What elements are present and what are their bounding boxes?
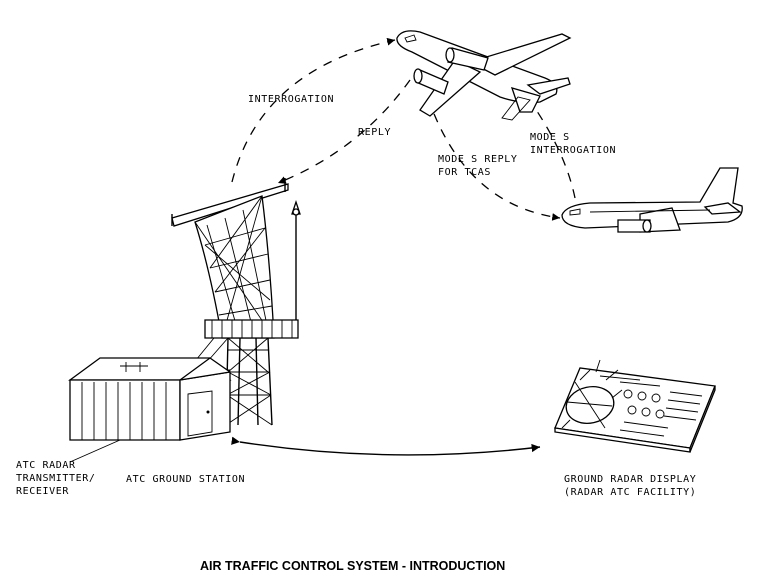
display-label-line1: GROUND RADAR DISPLAY [564, 474, 696, 485]
radar-display-console [554, 359, 716, 453]
interrogation-arrow [231, 37, 396, 183]
ground-link-arrow [231, 436, 541, 456]
aircraft-upper [396, 30, 572, 121]
interrogation-label: INTERROGATION [248, 94, 334, 105]
transmitter-label-line1: ATC RADAR [16, 460, 76, 471]
transmitter-label-line3: RECEIVER [16, 486, 69, 497]
reply-arrow [277, 79, 411, 184]
signal-paths [231, 37, 576, 456]
atc-building [68, 357, 232, 441]
mode-s-reply-label-line1: MODE S REPLY [438, 154, 517, 165]
reply-label: REPLY [358, 127, 391, 138]
transmitter-label-line2: TRANSMITTER/ [16, 473, 95, 484]
mode-s-interrogation-arrow [527, 97, 576, 199]
display-label-line2: (RADAR ATC FACILITY) [564, 487, 696, 498]
ground-station-label: ATC GROUND STATION [126, 474, 245, 485]
figure-caption: AIR TRAFFIC CONTROL SYSTEM - INTRODUCTIO… [200, 559, 505, 573]
radar-tower [171, 178, 301, 426]
mode-s-interrogation-label-line2: INTERROGATION [530, 145, 616, 156]
transmitter-leader-line [69, 439, 121, 463]
mode-s-reply-label-line2: FOR TCAS [438, 167, 491, 178]
mode-s-interrogation-label-line1: MODE S [530, 132, 570, 143]
aircraft-right [561, 167, 743, 233]
